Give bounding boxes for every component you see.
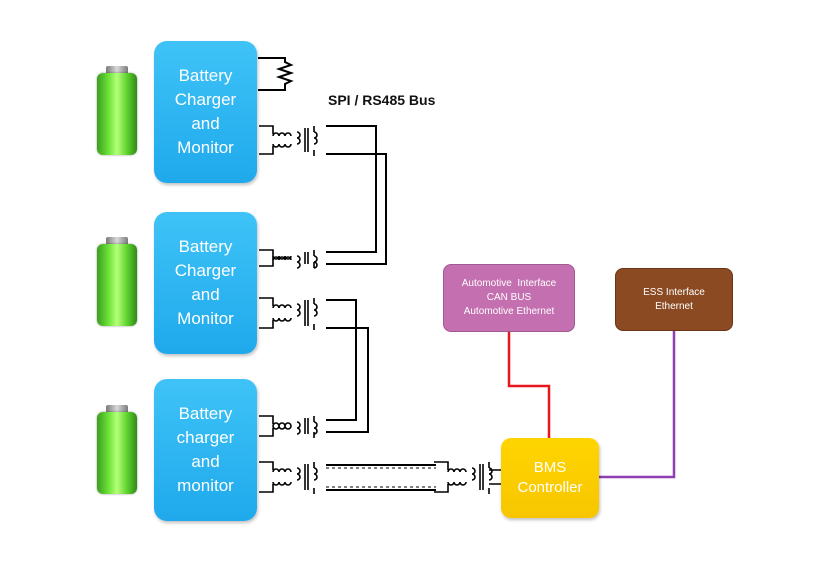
box-label-line: and — [191, 452, 220, 471]
transformer-symbol — [296, 255, 301, 269]
box-label-line: ESS Interface — [643, 286, 705, 298]
transformer-symbol — [272, 132, 292, 137]
transformer-symbol — [313, 303, 318, 317]
transformer-symbol — [259, 461, 274, 470]
transformer-symbol — [488, 467, 493, 481]
resistor — [258, 57, 295, 91]
transformer-symbol — [313, 421, 318, 435]
transformer-symbol — [272, 143, 292, 148]
transformer-symbol — [447, 481, 467, 486]
transformer-symbol — [434, 461, 449, 470]
transformer-symbol — [259, 125, 274, 134]
box-label-line: Controller — [517, 479, 583, 496]
box-label-line: Battery — [178, 404, 233, 423]
box-label-line: and — [191, 285, 220, 304]
box-label-line: Automotive Ethernet — [463, 306, 555, 317]
transformer-symbol — [259, 146, 274, 155]
box-label-line: Ethernet — [655, 300, 693, 312]
battery-charger-monitor-3: Battery charger and monitor — [154, 379, 257, 521]
battery-charger-monitor-2: Battery Charger and Monitor — [154, 212, 257, 354]
transformer-symbol — [434, 484, 449, 493]
transformer-symbol — [272, 256, 292, 261]
transformer-symbol — [296, 131, 301, 145]
battery-icon — [97, 237, 137, 326]
purple-wire — [599, 331, 676, 479]
bus-wire — [326, 327, 369, 433]
transformer-symbol — [313, 467, 318, 481]
transformer-symbol — [296, 467, 301, 481]
box-label-line: Battery — [178, 237, 233, 256]
transformer-symbol — [272, 481, 292, 486]
transformer-symbol — [259, 415, 274, 424]
bus-wire — [489, 469, 501, 485]
transformer-symbol — [259, 297, 274, 306]
battery-icon — [97, 66, 137, 155]
box-label-line: Monitor — [177, 309, 234, 328]
red-wire — [507, 332, 551, 438]
bms-controller-box: BMS Controller — [501, 438, 599, 518]
automotive-interface-box: Automotive Interface CAN BUS Automotive … — [443, 264, 575, 332]
box-label-line: Charger — [174, 261, 237, 280]
transformer-symbol — [296, 303, 301, 317]
transformer-symbol — [259, 428, 274, 437]
battery-icon — [97, 405, 137, 494]
transformer-symbol — [272, 422, 292, 427]
transformer-symbol — [259, 258, 274, 267]
box-label-line: Battery — [178, 66, 233, 85]
transformer-symbol — [296, 421, 301, 435]
box-label-line: charger — [176, 428, 235, 447]
box-label-line: and — [191, 114, 220, 133]
bus-wire — [326, 125, 377, 253]
transformer-symbol — [313, 131, 318, 145]
transformer-symbol — [272, 468, 292, 473]
transformer-symbol — [259, 484, 274, 493]
box-label-line: monitor — [177, 476, 234, 495]
transformer-symbol — [259, 249, 274, 258]
bus-wire — [326, 299, 357, 421]
transformer-symbol — [272, 304, 292, 309]
transformer-symbol — [272, 317, 292, 322]
ess-interface-box: ESS Interface Ethernet — [615, 268, 733, 331]
box-label-line: BMS — [533, 459, 567, 476]
transformer-symbol — [471, 467, 476, 481]
battery-charger-monitor-1: Battery Charger and Monitor — [154, 41, 257, 183]
transformer-symbol — [272, 255, 292, 260]
transformer-symbol — [259, 320, 274, 329]
box-label-line: CAN BUS — [486, 292, 532, 303]
box-label-line: Automotive Interface — [461, 278, 557, 289]
transformer-symbol — [272, 425, 292, 430]
transformer-symbol — [447, 468, 467, 473]
box-label-line: Monitor — [177, 138, 234, 157]
box-label-line: Charger — [174, 90, 237, 109]
bus-wire — [326, 153, 387, 265]
bus-label: SPI / RS485 Bus — [328, 92, 436, 108]
